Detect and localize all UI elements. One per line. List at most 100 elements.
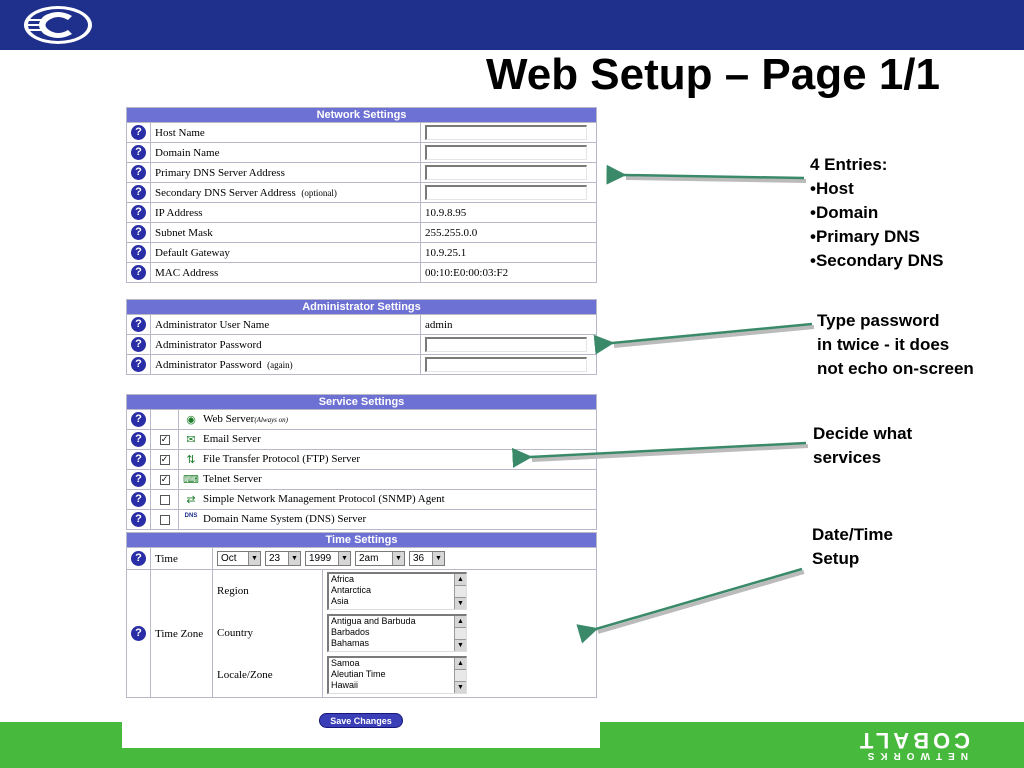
help-icon[interactable]: ?	[131, 357, 146, 372]
arrow-datetime	[576, 567, 803, 644]
primary-dns-label: Primary DNS Server Address	[150, 162, 421, 183]
hour-value: 2am	[359, 553, 379, 564]
minute-select[interactable]: 36 ▼	[409, 551, 445, 566]
scrollbar[interactable]: ▲▼	[454, 615, 466, 651]
default-gateway-label: Default Gateway	[150, 242, 421, 263]
telnet-server-checkbox[interactable]: ✓	[159, 474, 170, 485]
list-item[interactable]: Hawaii	[331, 680, 359, 691]
help-icon[interactable]: ?	[131, 205, 146, 220]
country-label: Country	[212, 611, 323, 654]
note-line: Decide what	[813, 424, 913, 443]
email-server-checkbox[interactable]: ✓	[159, 434, 170, 445]
scroll-down-icon[interactable]: ▼	[455, 681, 466, 694]
minute-value: 36	[413, 553, 425, 564]
list-item[interactable]: Antigua and Barbuda	[331, 615, 416, 626]
top-bar	[0, 0, 1024, 50]
chevron-down-icon: ▼	[248, 552, 260, 565]
hour-select[interactable]: 2am▼	[355, 551, 405, 566]
scroll-up-icon[interactable]: ▲	[455, 615, 466, 628]
help-icon[interactable]: ?	[131, 185, 146, 200]
secondary-dns-input[interactable]	[425, 185, 587, 200]
admin-settings-table: Administrator Settings ? Administrator U…	[126, 299, 597, 375]
dns-server-checkbox[interactable]	[159, 514, 170, 525]
year-select[interactable]: 1999 ▼	[305, 551, 351, 566]
domain-name-input[interactable]	[425, 145, 587, 160]
always-on-note: (Always on)	[254, 416, 288, 425]
mac-address-value: 00:10:E0:00:03:F2	[420, 262, 597, 283]
table-row: ? ◉Web Server(Always on)	[126, 409, 597, 430]
note-line: 4 Entries:	[810, 155, 888, 174]
help-icon[interactable]: ?	[131, 472, 146, 487]
help-icon[interactable]: ?	[131, 145, 146, 160]
note-line: Setup	[812, 549, 860, 568]
scroll-down-icon[interactable]: ▼	[455, 638, 466, 651]
admin-password-label: Administrator Password	[150, 334, 421, 355]
help-icon[interactable]: ?	[131, 337, 146, 352]
note-line: •Primary DNS	[810, 227, 920, 246]
list-item[interactable]: Asia	[331, 595, 349, 606]
help-icon[interactable]: ?	[131, 225, 146, 240]
email-server-label: Email Server	[203, 433, 261, 446]
note-line: •Domain	[810, 203, 879, 222]
help-icon[interactable]: ?	[131, 245, 146, 260]
day-select[interactable]: 23▼	[265, 551, 301, 566]
datetime-note: Date/Time Setup	[812, 523, 893, 571]
list-item[interactable]: Samoa	[331, 658, 360, 669]
help-icon[interactable]: ?	[131, 626, 146, 641]
help-icon[interactable]: ?	[131, 412, 146, 427]
scroll-down-icon[interactable]: ▼	[455, 596, 466, 609]
help-icon[interactable]: ?	[131, 317, 146, 332]
list-item[interactable]: Bahamas	[331, 637, 370, 648]
help-icon[interactable]: ?	[131, 452, 146, 467]
secondary-dns-label: Secondary DNS Server Address	[155, 186, 296, 199]
chevron-down-icon: ▼	[338, 552, 350, 565]
help-icon[interactable]: ?	[131, 125, 146, 140]
services-note: Decide what services	[813, 422, 912, 470]
help-icon[interactable]: ?	[131, 492, 146, 507]
note-line: Type password	[817, 311, 940, 330]
note-line: services	[813, 448, 882, 467]
host-name-label: Host Name	[150, 122, 421, 143]
admin-password-input[interactable]	[425, 337, 587, 352]
scrollbar[interactable]: ▲▼	[454, 573, 466, 609]
brand-text: COBALT	[856, 728, 970, 753]
month-value: Oct	[221, 553, 237, 564]
slide-title: Web Setup – Page 1/1	[485, 50, 940, 99]
table-row: ? Domain Name	[126, 142, 597, 163]
telnet-server-label: Telnet Server	[203, 473, 262, 486]
region-listbox[interactable]: Africa Antarctica Asia ▲▼	[327, 571, 467, 610]
scroll-up-icon[interactable]: ▲	[455, 658, 466, 671]
country-listbox[interactable]: Antigua and Barbuda Barbados Bahamas ▲▼	[327, 613, 467, 652]
host-name-input[interactable]	[425, 125, 587, 140]
table-row: ? Subnet Mask 255.255.0.0	[126, 222, 597, 243]
chevron-down-icon: ▼	[432, 552, 444, 565]
scroll-up-icon[interactable]: ▲	[455, 573, 466, 586]
table-row: ? Administrator Password	[126, 334, 597, 355]
primary-dns-input[interactable]	[425, 165, 587, 180]
help-icon[interactable]: ?	[131, 165, 146, 180]
month-select[interactable]: Oct ▼	[217, 551, 261, 566]
help-icon[interactable]: ?	[131, 551, 146, 566]
save-changes-button[interactable]: Save Changes	[319, 713, 403, 728]
help-icon[interactable]: ?	[131, 265, 146, 280]
terminal-icon: ⌨	[183, 473, 199, 486]
list-item[interactable]: Africa	[331, 573, 355, 584]
admin-password-again-input[interactable]	[425, 357, 587, 372]
help-icon[interactable]: ?	[131, 432, 146, 447]
arrow-password	[593, 322, 813, 355]
locale-zone-listbox[interactable]: Samoa Aleutian Time Hawaii ▲▼	[327, 656, 467, 695]
list-item[interactable]: Antarctica	[331, 584, 372, 595]
ftp-server-checkbox[interactable]: ✓	[159, 454, 170, 465]
note-line: Date/Time	[812, 525, 893, 544]
list-item[interactable]: Barbados	[331, 626, 370, 637]
scrollbar[interactable]: ▲▼	[454, 658, 466, 694]
chevron-down-icon: ▼	[288, 552, 300, 565]
list-item[interactable]: Aleutian Time	[331, 669, 386, 680]
locale-zone-label: Locale/Zone	[212, 653, 323, 698]
dns-server-label: Domain Name System (DNS) Server	[203, 513, 367, 526]
help-icon[interactable]: ?	[131, 512, 146, 527]
time-zone-label: Time Zone	[150, 569, 213, 698]
table-row: ? MAC Address 00:10:E0:00:03:F2	[126, 262, 597, 283]
snmp-agent-checkbox[interactable]	[159, 494, 170, 505]
year-value: 1999	[309, 553, 332, 564]
